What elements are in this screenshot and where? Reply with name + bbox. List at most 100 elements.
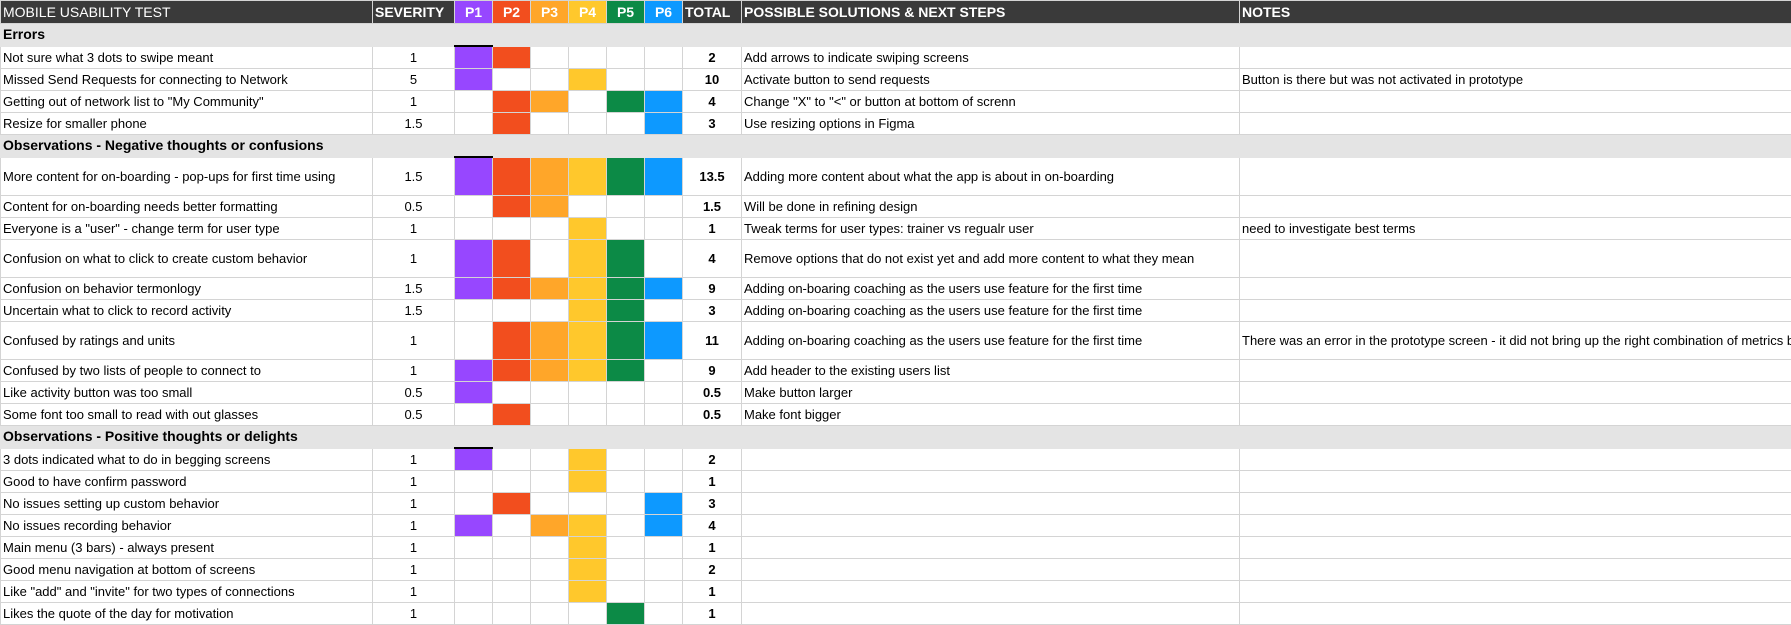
p1-cell[interactable]: [455, 559, 493, 581]
p4-cell[interactable]: [569, 157, 607, 196]
notes-cell[interactable]: [1240, 471, 1791, 493]
p6-cell[interactable]: [645, 537, 683, 559]
issue-cell[interactable]: Getting out of network list to "My Commu…: [1, 91, 373, 113]
p1-cell[interactable]: [455, 196, 493, 218]
p3-cell[interactable]: [531, 240, 569, 278]
severity-cell[interactable]: 1: [373, 471, 455, 493]
severity-cell[interactable]: 1: [373, 493, 455, 515]
solution-cell[interactable]: [742, 581, 1240, 603]
severity-cell[interactable]: 1: [373, 322, 455, 360]
p4-cell[interactable]: [569, 300, 607, 322]
solution-cell[interactable]: Add arrows to indicate swiping screens: [742, 46, 1240, 69]
p3-cell[interactable]: [531, 69, 569, 91]
p2-cell[interactable]: [493, 69, 531, 91]
solution-cell[interactable]: Remove options that do not exist yet and…: [742, 240, 1240, 278]
p2-cell[interactable]: [493, 581, 531, 603]
issue-cell[interactable]: Resize for smaller phone: [1, 113, 373, 135]
p5-cell[interactable]: [607, 278, 645, 300]
solution-cell[interactable]: Adding on-boaring coaching as the users …: [742, 278, 1240, 300]
solution-cell[interactable]: [742, 603, 1240, 625]
p4-cell[interactable]: [569, 382, 607, 404]
p5-cell[interactable]: [607, 404, 645, 426]
solution-cell[interactable]: Make button larger: [742, 382, 1240, 404]
section-empty-cell[interactable]: [493, 24, 531, 47]
issue-cell[interactable]: More content for on-boarding - pop-ups f…: [1, 157, 373, 196]
p3-cell[interactable]: [531, 322, 569, 360]
section-empty-cell[interactable]: [607, 135, 645, 158]
solution-cell[interactable]: Will be done in refining design: [742, 196, 1240, 218]
issue-cell[interactable]: Main menu (3 bars) - always present: [1, 537, 373, 559]
p3-cell[interactable]: [531, 581, 569, 603]
p3-cell[interactable]: [531, 300, 569, 322]
p2-cell[interactable]: [493, 471, 531, 493]
severity-cell[interactable]: 1: [373, 240, 455, 278]
issue-cell[interactable]: Confused by ratings and units: [1, 322, 373, 360]
p1-cell[interactable]: [455, 113, 493, 135]
section-empty-cell[interactable]: [683, 24, 742, 47]
p3-cell[interactable]: [531, 515, 569, 537]
section-empty-cell[interactable]: [607, 426, 645, 449]
p1-cell[interactable]: [455, 382, 493, 404]
p5-cell[interactable]: [607, 240, 645, 278]
p1-cell[interactable]: [455, 448, 493, 471]
severity-cell[interactable]: 1: [373, 46, 455, 69]
p6-cell[interactable]: [645, 471, 683, 493]
issue-cell[interactable]: 3 dots indicated what to do in begging s…: [1, 448, 373, 471]
p2-cell[interactable]: [493, 240, 531, 278]
p3-cell[interactable]: [531, 218, 569, 240]
p2-cell[interactable]: [493, 559, 531, 581]
p5-cell[interactable]: [607, 196, 645, 218]
p3-header[interactable]: P3: [531, 1, 569, 24]
p2-cell[interactable]: [493, 46, 531, 69]
section-empty-cell[interactable]: [493, 426, 531, 449]
p2-cell[interactable]: [493, 196, 531, 218]
solution-cell[interactable]: [742, 493, 1240, 515]
p6-cell[interactable]: [645, 322, 683, 360]
severity-cell[interactable]: 0.5: [373, 404, 455, 426]
p2-cell[interactable]: [493, 218, 531, 240]
p1-cell[interactable]: [455, 537, 493, 559]
p6-cell[interactable]: [645, 603, 683, 625]
section-empty-cell[interactable]: [455, 24, 493, 47]
section-title[interactable]: Errors: [1, 24, 373, 47]
solution-cell[interactable]: Tweak terms for user types: trainer vs r…: [742, 218, 1240, 240]
notes-cell[interactable]: [1240, 300, 1791, 322]
p4-cell[interactable]: [569, 91, 607, 113]
p4-cell[interactable]: [569, 218, 607, 240]
p3-cell[interactable]: [531, 113, 569, 135]
p4-cell[interactable]: [569, 278, 607, 300]
p6-header[interactable]: P6: [645, 1, 683, 24]
p4-cell[interactable]: [569, 404, 607, 426]
p3-cell[interactable]: [531, 404, 569, 426]
solution-cell[interactable]: Use resizing options in Figma: [742, 113, 1240, 135]
p2-cell[interactable]: [493, 537, 531, 559]
p6-cell[interactable]: [645, 382, 683, 404]
issue-cell[interactable]: Confusion on what to click to create cus…: [1, 240, 373, 278]
p1-cell[interactable]: [455, 91, 493, 113]
p2-cell[interactable]: [493, 91, 531, 113]
notes-header[interactable]: NOTES: [1240, 1, 1791, 24]
p1-cell[interactable]: [455, 218, 493, 240]
severity-cell[interactable]: 1.5: [373, 278, 455, 300]
p5-cell[interactable]: [607, 46, 645, 69]
solution-cell[interactable]: Adding on-boaring coaching as the users …: [742, 322, 1240, 360]
notes-cell[interactable]: Button is there but was not activated in…: [1240, 69, 1791, 91]
p4-cell[interactable]: [569, 240, 607, 278]
notes-cell[interactable]: [1240, 46, 1791, 69]
issue-cell[interactable]: Everyone is a "user" - change term for u…: [1, 218, 373, 240]
solutions-header[interactable]: POSSIBLE SOLUTIONS & NEXT STEPS: [742, 1, 1240, 24]
notes-cell[interactable]: [1240, 515, 1791, 537]
p1-cell[interactable]: [455, 157, 493, 196]
p2-header[interactable]: P2: [493, 1, 531, 24]
p5-cell[interactable]: [607, 113, 645, 135]
total-cell[interactable]: 1: [683, 603, 742, 625]
issue-cell[interactable]: Like "add" and "invite" for two types of…: [1, 581, 373, 603]
issue-cell[interactable]: Uncertain what to click to record activi…: [1, 300, 373, 322]
section-empty-cell[interactable]: [531, 135, 569, 158]
solution-cell[interactable]: Adding more content about what the app i…: [742, 157, 1240, 196]
p3-cell[interactable]: [531, 471, 569, 493]
p4-cell[interactable]: [569, 360, 607, 382]
p3-cell[interactable]: [531, 91, 569, 113]
p5-cell[interactable]: [607, 69, 645, 91]
section-title[interactable]: Observations - Negative thoughts or conf…: [1, 135, 373, 158]
